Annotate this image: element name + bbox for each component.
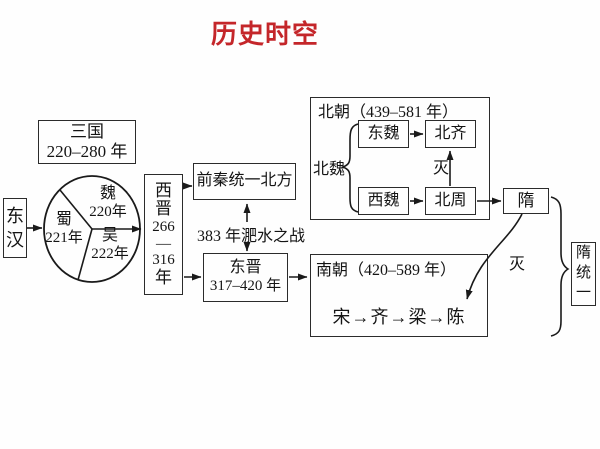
eastern-jin-box: 东晋 317–420 年 (203, 253, 288, 302)
sui-box: 隋 (503, 188, 549, 214)
eastern-han-char: 汉 (6, 230, 24, 250)
northern-wei-label: 北魏 (312, 161, 345, 178)
sui-unification-char: 统 (575, 265, 591, 282)
northern-dynasties-header: 北朝（439–581 年） (318, 104, 459, 121)
brace-sui-unification (550, 196, 570, 337)
wu-year: 222年 (91, 246, 129, 263)
northern-dynasties-box (310, 97, 490, 220)
page-title: 历史时空 (210, 18, 319, 49)
northern-zhou-box: 北周 (425, 187, 476, 215)
eastern-han-box: 东 汉 (3, 198, 27, 258)
eastern-wei-box: 东魏 (358, 120, 409, 148)
wei-name: 魏 (99, 185, 116, 202)
shu-name: 蜀 (55, 211, 72, 228)
shu-year: 221年 (45, 230, 83, 247)
three-kingdoms-label: 三国 (70, 121, 104, 141)
former-qin-box: 前秦统一北方 (193, 163, 296, 200)
western-wei-box: 西魏 (358, 187, 409, 215)
former-qin-label: 前秦统一北方 (196, 172, 293, 190)
northern-qi-box: 北齐 (425, 120, 476, 148)
western-jin-year-end: 316 (152, 252, 175, 269)
eastern-han-char: 东 (6, 205, 24, 226)
southern-dynasties-sequence: 宋→齐→梁→陈 (332, 307, 466, 327)
conquer-label-south: 灭 (508, 256, 525, 273)
western-jin-dash: — (156, 235, 171, 252)
feishui-battle-label: 383 年淝水之战 (196, 228, 305, 245)
western-jin-box: 西 晋 266 — 316 年 (144, 174, 183, 295)
western-jin-year-suffix: 年 (155, 267, 172, 287)
western-jin-char: 西 (155, 180, 172, 200)
sui-unification-char: 隋 (575, 245, 591, 262)
western-jin-year-start: 266 (152, 219, 175, 236)
wu-name: 吴 (101, 227, 118, 244)
pie-label-shu: 蜀 221年 (40, 210, 88, 247)
sui-unification-box: 隋 统 一 (571, 242, 596, 306)
three-kingdoms-years: 220–280 年 (46, 142, 128, 161)
sui-unification-char: 一 (575, 284, 591, 301)
eastern-jin-label: 东晋 (229, 259, 262, 277)
eastern-jin-years: 317–420 年 (209, 278, 282, 295)
western-jin-char: 晋 (155, 199, 172, 219)
southern-dynasties-header: 南朝（420–589 年） (316, 262, 457, 279)
three-kingdoms-box: 三国 220–280 年 (38, 120, 136, 164)
pie-label-wu: 吴 222年 (82, 226, 138, 263)
conquer-label-north: 灭 (432, 160, 449, 177)
